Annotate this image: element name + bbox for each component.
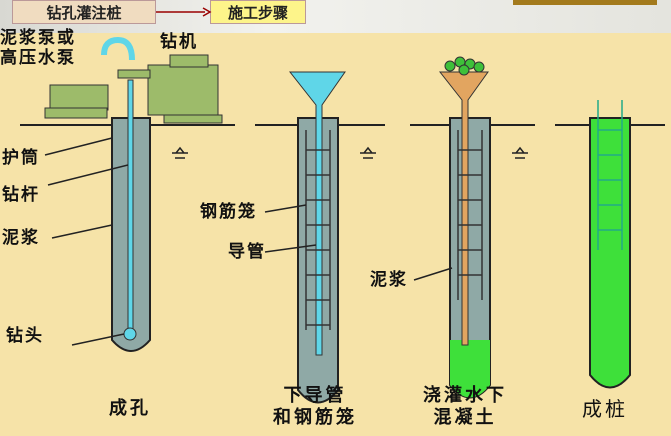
mud-label-2: 泥浆: [370, 270, 408, 290]
tremie-label: 导管: [228, 242, 266, 262]
cage-label: 钢筋笼: [200, 202, 257, 222]
gold-bar: [513, 0, 657, 5]
arrow: [156, 7, 212, 17]
casing-label: 护筒: [2, 148, 40, 168]
pile-drilling: [44, 36, 223, 352]
water-level-marks: [172, 146, 528, 159]
step-caption-2: 下导管 和钢筋笼: [273, 385, 357, 428]
step-caption-1: 成孔: [109, 398, 151, 419]
pile-cage: [288, 71, 346, 404]
pile-pouring: [438, 56, 491, 399]
step-caption-4: 成桩: [582, 397, 628, 421]
rig-label: 钻机: [160, 32, 198, 52]
title-box: 钻孔灌注桩: [12, 0, 156, 24]
pump-label: 泥浆泵或 高压水泵: [0, 28, 76, 68]
mud-label: 泥浆: [2, 228, 40, 248]
rod-label: 钻杆: [2, 185, 40, 205]
pointer-lines: [44, 137, 453, 346]
step-caption-3: 浇灌水下 混凝土: [423, 385, 507, 428]
bit-label: 钻头: [6, 326, 44, 346]
pile-finished: [589, 100, 631, 389]
step-box: 施工步骤: [210, 0, 306, 24]
